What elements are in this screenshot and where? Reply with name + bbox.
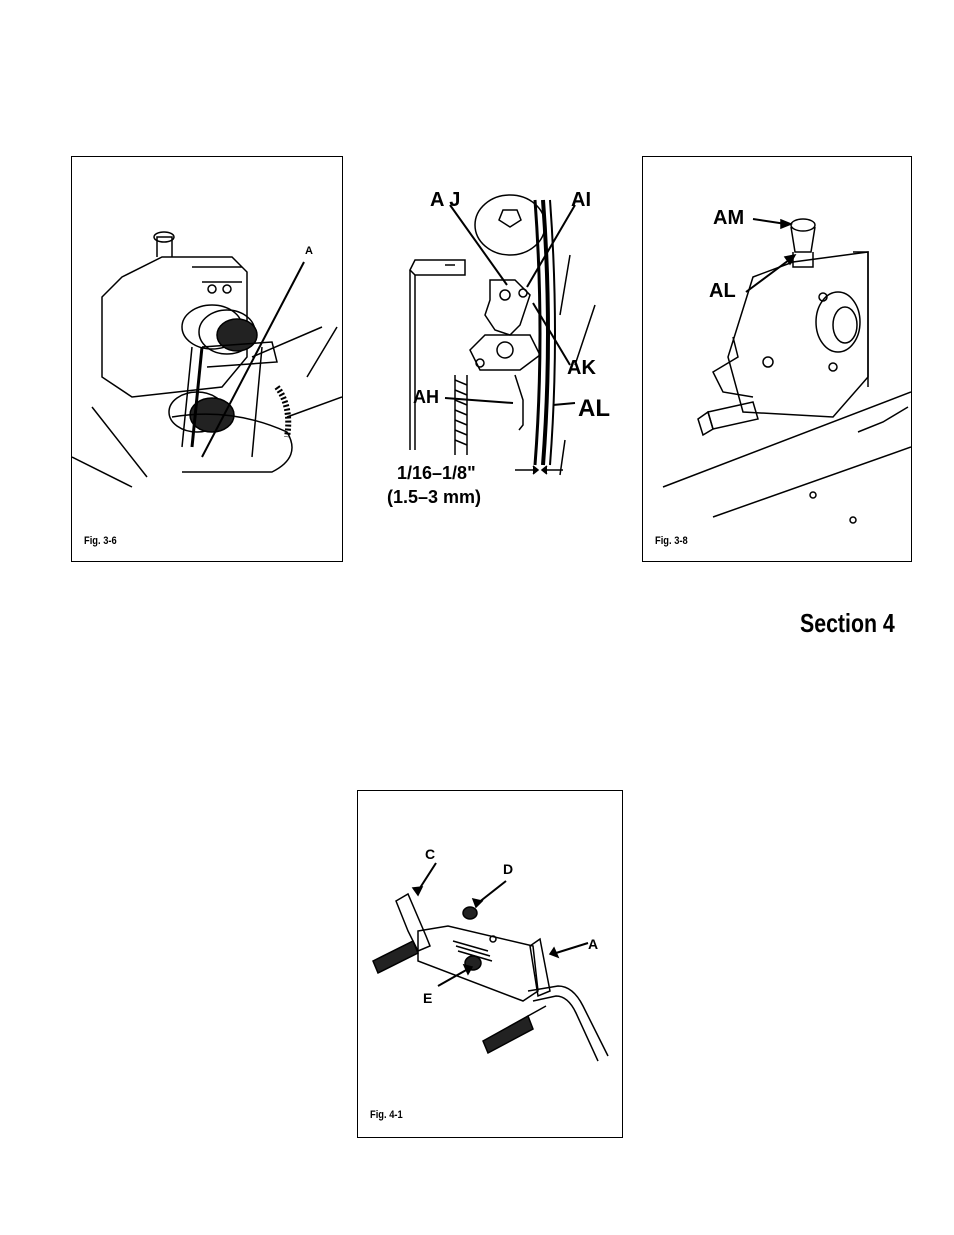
gap-measurement-metric: (1.5–3 mm): [387, 487, 481, 508]
callout-al: AL: [578, 395, 610, 423]
section-heading: Section 4: [800, 608, 895, 639]
figure-caption: Fig. 3-8: [655, 535, 688, 547]
callout-al: AL: [709, 280, 736, 303]
callout-ai: AI: [571, 189, 591, 212]
figure-caption: Fig. 4-1: [370, 1109, 403, 1121]
handlebar-controls-illustration: [358, 791, 622, 1137]
figure-caption: Fig. 3-6: [84, 535, 117, 547]
callout-d: D: [503, 861, 513, 877]
callout-am: AM: [713, 207, 744, 230]
callout-a: A: [588, 936, 598, 952]
figure-3-8: AM AL Fig. 3-8: [642, 156, 912, 562]
callout-c: C: [425, 846, 435, 862]
callout-a: A: [305, 245, 313, 257]
callout-ak: AK: [567, 357, 596, 380]
gap-measurement-imperial: 1/16–1/8": [397, 463, 476, 484]
belt-pulley-illustration: [72, 157, 342, 561]
figure-3-6: A Fig. 3-6: [71, 156, 343, 562]
callout-ah: AH: [413, 387, 439, 408]
callout-e: E: [423, 990, 432, 1006]
callout-aj: A J: [430, 189, 460, 212]
engine-plug-illustration: [643, 157, 911, 561]
figure-3-7: A J AI AK AH AL 1/16–1/8" (1.5–3 mm): [395, 185, 625, 515]
figure-4-1: C D A E Fig. 4-1: [357, 790, 623, 1138]
